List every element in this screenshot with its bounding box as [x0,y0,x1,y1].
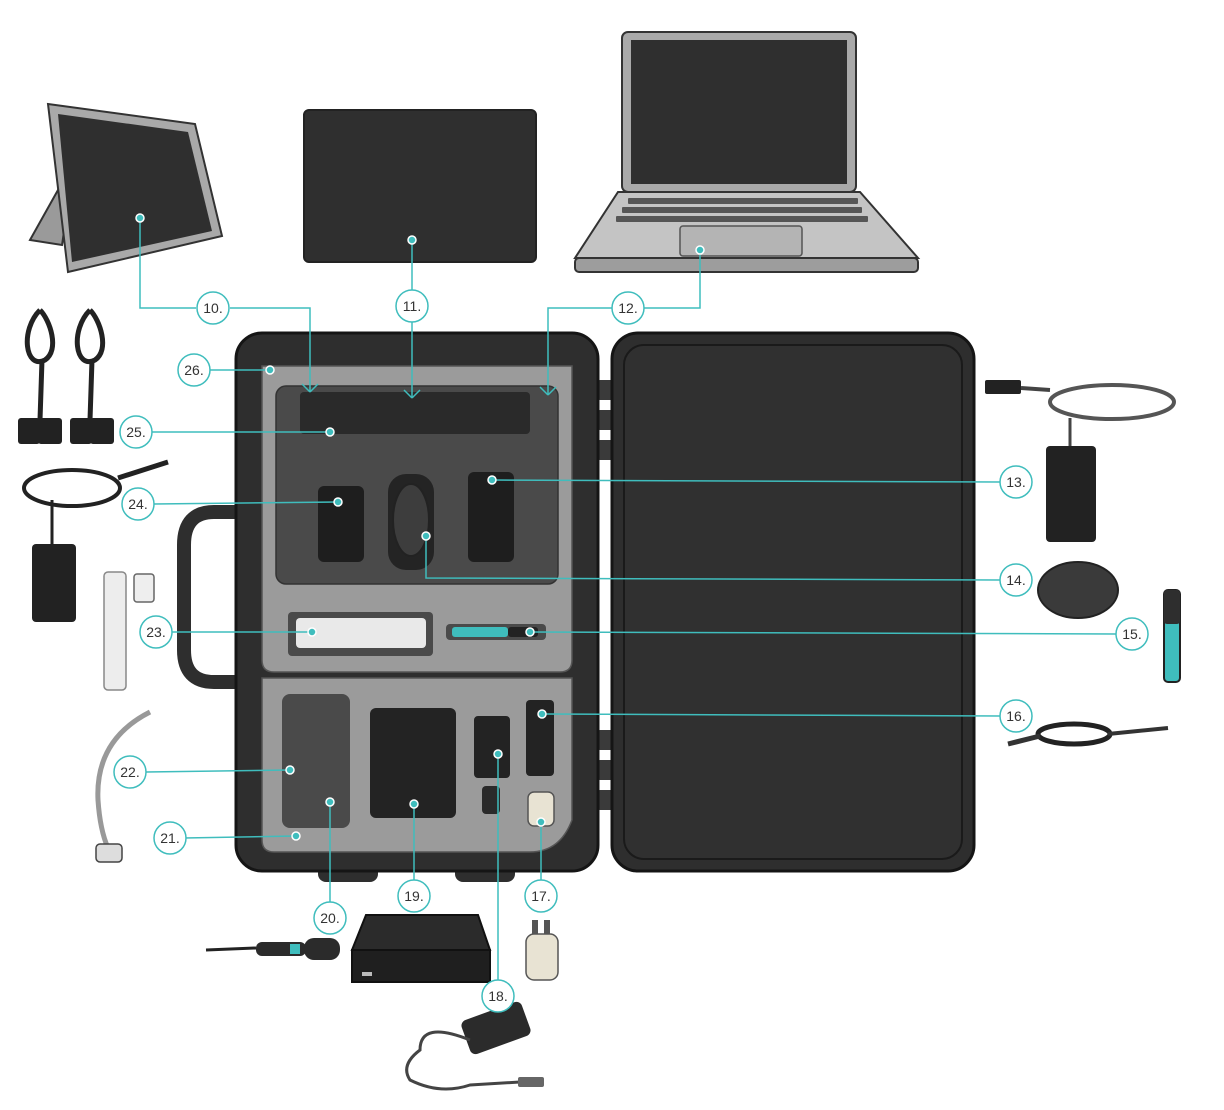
dc-power-adapter-icon [405,1001,544,1091]
svg-text:23.: 23. [146,624,165,640]
leader-dots [135,213,705,841]
callout-18: 18. [481,979,515,1013]
svg-text:24.: 24. [128,496,147,512]
carry-case-icon [177,331,976,882]
svg-text:10.: 10. [203,300,222,316]
power-adapter-icon [22,459,169,622]
svg-text:12.: 12. [618,300,637,316]
callout-25: 25. [119,415,153,449]
callout-19: 19. [397,879,431,913]
svg-text:18.: 18. [488,988,507,1004]
callout-13: 13. [999,465,1033,499]
callout-10: 10. [196,291,230,325]
callout-16: 16. [999,699,1033,733]
svg-text:20.: 20. [320,910,339,926]
callout-21: 21. [153,821,187,855]
callout-26: 26. [177,353,211,387]
svg-text:11.: 11. [403,298,421,314]
usb-wall-charger-icon [525,920,559,981]
svg-text:21.: 21. [160,830,179,846]
screwdriver-icon [205,938,340,960]
power-cord-icon [18,308,114,444]
tablet-with-kickstand-icon [28,102,224,274]
svg-text:25.: 25. [126,424,145,440]
callout-24: 24. [121,487,155,521]
laptop-icon [573,31,921,273]
svg-text:22.: 22. [120,764,139,780]
svg-text:16.: 16. [1006,708,1025,724]
mouse-icon [1037,561,1119,619]
tablet-icon [303,109,537,263]
svg-text:26.: 26. [184,362,203,378]
storage-box-icon [350,914,492,983]
svg-text:14.: 14. [1006,572,1025,588]
callout-22: 22. [113,755,147,789]
foam-roll-icon [103,571,155,691]
callout-12: 12. [611,291,645,325]
callout-14: 14. [999,563,1033,597]
stylus-pen-icon [1163,589,1181,683]
callout-11: 11. [395,289,429,323]
power-adapter-icon [985,380,1176,542]
tube-icon [95,709,152,863]
callout-15: 15. [1115,617,1149,651]
leader-lines [139,218,1117,990]
svg-text:19.: 19. [404,888,423,904]
callout-17: 17. [524,879,558,913]
callout-23: 23. [139,615,173,649]
svg-text:15.: 15. [1122,626,1141,642]
svg-text:13.: 13. [1006,474,1025,490]
callouts: 10. 11. 12. 13. 14. 15. 16. 17. 18. 19. … [113,289,1149,1013]
callout-20: 20. [313,901,347,935]
cable-icon [1007,721,1169,747]
svg-text:17.: 17. [531,888,550,904]
